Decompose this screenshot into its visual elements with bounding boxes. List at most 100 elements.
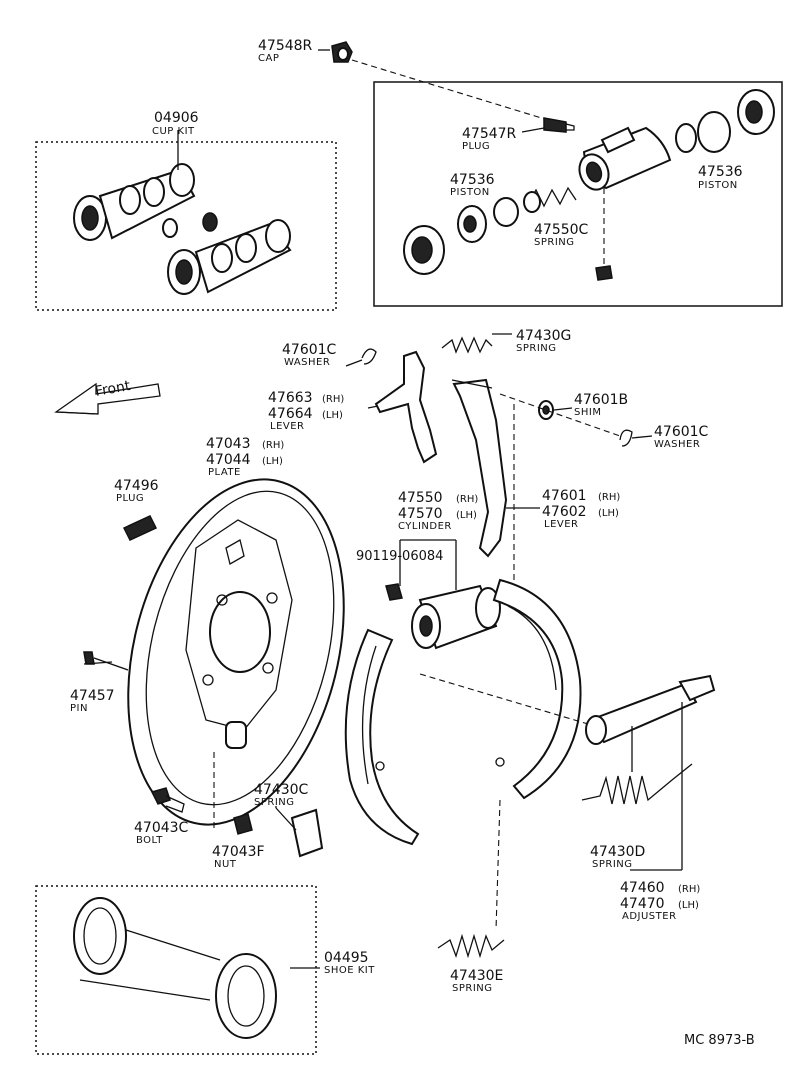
svg-text:47496: 47496	[114, 478, 159, 494]
svg-text:47043F: 47043F	[212, 844, 265, 860]
svg-text:47664: 47664	[268, 406, 313, 422]
svg-text:47570: 47570	[398, 506, 443, 522]
svg-text:SPRING: SPRING	[254, 797, 295, 808]
label-lever-47601: 47601 (RH) 47602 (LH) LEVER	[542, 488, 620, 530]
label-bolt-47043C: 47043C BOLT	[134, 820, 189, 846]
label-plate-47043: 47043 (RH) 47044 (LH) PLATE	[206, 436, 284, 478]
brake-shoe-right-drawing	[492, 578, 582, 800]
label-adjuster-47460: 47460 (RH) 47470 (LH) ADJUSTER	[620, 880, 700, 922]
svg-text:47430E: 47430E	[450, 968, 503, 984]
label-front: Front	[94, 378, 132, 400]
svg-text:(RH): (RH)	[678, 884, 700, 895]
svg-text:CYLINDER: CYLINDER	[398, 521, 452, 532]
svg-text:PLUG: PLUG	[116, 493, 144, 504]
label-cap-47548R: 47548R CAP	[258, 38, 313, 64]
svg-text:BOLT: BOLT	[136, 835, 163, 846]
svg-text:(RH): (RH)	[456, 494, 478, 505]
svg-text:04495: 04495	[324, 950, 369, 966]
svg-text:47043C: 47043C	[134, 820, 189, 836]
svg-text:SHOE KIT: SHOE KIT	[324, 965, 375, 976]
svg-text:04906: 04906	[154, 110, 199, 126]
svg-text:90119-06084: 90119-06084	[356, 549, 443, 564]
leader-spring-47430E	[495, 799, 501, 931]
svg-text:47536: 47536	[450, 172, 495, 188]
svg-text:ADJUSTER: ADJUSTER	[622, 911, 677, 922]
cap-47548R-drawing	[331, 41, 353, 63]
svg-text:SHIM: SHIM	[574, 407, 601, 418]
svg-text:47550: 47550	[398, 490, 443, 506]
svg-text:(LH): (LH)	[456, 510, 477, 521]
svg-text:CAP: CAP	[258, 53, 279, 64]
svg-text:SPRING: SPRING	[592, 859, 633, 870]
label-plug-47496: 47496 PLUG	[114, 478, 159, 504]
cylinder-body-drawing	[578, 126, 672, 191]
label-shoe-kit: 04495 SHOE KIT	[324, 950, 375, 976]
svg-text:47470: 47470	[620, 896, 665, 912]
brake-shoe-left-drawing	[344, 628, 420, 846]
bolt-90119-drawing	[385, 583, 403, 601]
leader-spring-47430C	[275, 807, 297, 831]
washer-top-drawing	[361, 348, 377, 365]
svg-text:(RH): (RH)	[598, 492, 620, 503]
svg-text:47430G: 47430G	[516, 328, 571, 344]
svg-text:PLATE: PLATE	[208, 467, 241, 478]
label-spring-47430E: 47430E SPRING	[450, 968, 503, 994]
svg-text:47044: 47044	[206, 452, 251, 468]
shoe-kit-box	[35, 885, 317, 1055]
wheel-cylinder-exploded-box	[373, 81, 783, 307]
label-plug-47547R: 47547R PLUG	[462, 126, 517, 152]
label-diagram-code: MC 8973-B	[684, 1033, 755, 1048]
svg-text:47430D: 47430D	[590, 844, 645, 860]
label-shim-47601B: 47601B SHIM	[574, 392, 628, 418]
svg-text:LEVER: LEVER	[270, 421, 305, 432]
svg-text:WASHER: WASHER	[284, 357, 330, 368]
svg-text:47602: 47602	[542, 504, 587, 520]
plug-47547R-drawing	[543, 117, 575, 133]
svg-text:(RH): (RH)	[262, 440, 284, 451]
nut-47043F-drawing	[233, 813, 253, 835]
label-pin-47457: 47457 PIN	[70, 688, 115, 714]
svg-text:47430C: 47430C	[254, 782, 309, 798]
label-lever-47663: 47663 (RH) 47664 (LH) LEVER	[268, 390, 344, 432]
svg-text:SPRING: SPRING	[516, 343, 557, 354]
bolt-47043C-drawing	[150, 787, 185, 813]
svg-text:PLUG: PLUG	[462, 141, 490, 152]
backing-plate-drawing	[127, 478, 345, 826]
svg-text:PIN: PIN	[70, 703, 88, 714]
svg-text:PISTON: PISTON	[698, 180, 738, 191]
svg-text:47457: 47457	[70, 688, 115, 704]
label-spring-47430G: 47430G SPRING	[516, 328, 571, 354]
cup-kit-parts-drawing	[73, 163, 292, 295]
label-washer-47601C-right: 47601C WASHER	[654, 424, 709, 450]
piston-left-drawing	[403, 197, 519, 275]
label-nut-47043F: 47043F NUT	[212, 844, 265, 870]
svg-text:47601: 47601	[542, 488, 587, 504]
svg-text:(RH): (RH)	[322, 394, 344, 405]
front-arrow-drawing	[54, 382, 161, 415]
leader-shim	[499, 393, 621, 437]
svg-text:47601C: 47601C	[654, 424, 709, 440]
svg-text:NUT: NUT	[214, 859, 237, 870]
svg-text:SPRING: SPRING	[534, 237, 575, 248]
label-piston-right: 47536 PISTON	[698, 164, 743, 191]
plug-47496-drawing	[122, 515, 158, 541]
lever-pin-drawing	[451, 379, 493, 389]
label-bolt-90119: 90119-06084	[356, 549, 443, 564]
piston-right-drawing	[675, 89, 775, 153]
svg-text:47548R: 47548R	[258, 38, 313, 54]
svg-text:47460: 47460	[620, 880, 665, 896]
label-spring-47550C: 47550C SPRING	[534, 222, 589, 248]
svg-text:47043: 47043	[206, 436, 251, 452]
svg-text:(LH): (LH)	[322, 410, 343, 421]
svg-text:MC 8973-B: MC 8973-B	[684, 1033, 755, 1048]
washer-right-drawing	[619, 429, 633, 447]
svg-text:47550C: 47550C	[534, 222, 589, 238]
label-spring-47430C: 47430C SPRING	[254, 782, 309, 808]
svg-text:47536: 47536	[698, 164, 743, 180]
label-cylinder-47550: 47550 (RH) 47570 (LH) CYLINDER	[398, 490, 478, 532]
label-piston-left: 47536 PISTON	[450, 172, 495, 198]
svg-text:(LH): (LH)	[598, 508, 619, 519]
spring-47430C-drawing	[290, 808, 324, 858]
cup-kit-box	[35, 141, 337, 311]
